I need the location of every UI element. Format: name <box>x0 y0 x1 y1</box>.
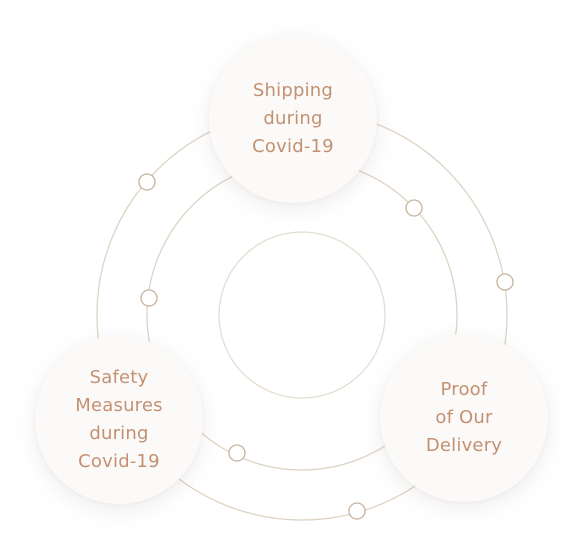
node-safety-label: Safety Measures during Covid-19 <box>75 367 163 472</box>
ring-marker-middle-topright <box>405 199 423 217</box>
node-proof-of-delivery[interactable]: Proof of Our Delivery <box>380 334 548 502</box>
ring-marker-middle-left <box>140 289 158 307</box>
node-proof-label: Proof of Our Delivery <box>425 379 503 456</box>
node-shipping-during-covid[interactable]: Shipping during Covid-19 <box>209 35 377 203</box>
node-shipping-label: Shipping during Covid-19 <box>252 80 334 157</box>
inner-ring <box>218 231 386 399</box>
node-safety-measures[interactable]: Safety Measures during Covid-19 <box>35 336 203 504</box>
ring-marker-outer-bottom <box>348 502 366 520</box>
ring-marker-middle-bottom <box>228 444 246 462</box>
ring-marker-outer-left <box>138 173 156 191</box>
ring-marker-outer-right <box>496 273 514 291</box>
